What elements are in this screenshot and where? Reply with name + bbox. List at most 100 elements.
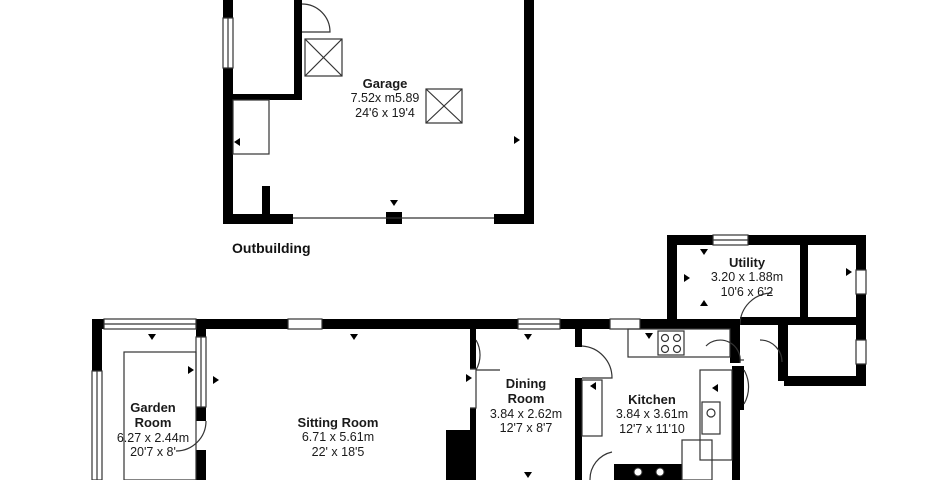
radiator-marker — [590, 382, 596, 390]
radiator-marker — [684, 274, 690, 282]
garage-inner-wall-horizontal — [233, 94, 302, 100]
kitchen-back-door-swing — [705, 339, 741, 364]
dining-kitchen-wall-upper — [575, 329, 582, 347]
room-size-imperial: 20'7 x 8' — [130, 445, 176, 460]
house-wall-top-d — [640, 319, 740, 329]
room-size-metric: 6.27 x 2.44m — [116, 430, 190, 445]
garage-cupboard — [232, 99, 270, 155]
room-label-kitchen: Kitchen 3.84 x 3.61m 12'7 x 11'10 — [597, 392, 707, 437]
dining-wall-left-lower — [470, 408, 476, 480]
outbuilding-caption: Outbuilding — [232, 240, 311, 256]
radiator-marker — [712, 384, 718, 392]
utility-wall-bottom — [740, 317, 866, 325]
radiator-marker — [188, 366, 194, 374]
kitchen-door-swing — [581, 345, 613, 379]
radiator-marker — [846, 268, 852, 276]
room-name-line1: Garden — [130, 400, 176, 415]
garage-wall-left-upper — [223, 0, 233, 18]
room-size-imperial: 22' x 18'5 — [311, 445, 365, 460]
garage-wall-bottom-left — [223, 214, 293, 224]
room-size-imperial: 12'7 x 8'7 — [499, 421, 553, 436]
kitchen-worktop-left — [581, 379, 603, 437]
utility-window-right — [855, 269, 867, 295]
room-name: Garage — [362, 76, 408, 91]
house-wall-left — [92, 319, 102, 371]
room-name: Sitting Room — [297, 415, 379, 430]
lobby-wall-bottom — [784, 376, 866, 386]
kitchen-hob — [657, 330, 685, 356]
radiator-marker — [466, 374, 472, 382]
chimney-breast — [446, 430, 470, 480]
utility-wall-top-left — [667, 235, 713, 245]
kitchen-worktop-top — [627, 328, 731, 358]
utility-door-swing — [739, 292, 773, 326]
dining-kitchen-wall-lower — [575, 378, 582, 480]
room-size-metric: 3.84 x 2.62m — [489, 406, 563, 421]
utility-inner-wall — [800, 245, 808, 319]
radiator-marker — [514, 136, 520, 144]
radiator-marker — [234, 138, 240, 146]
garden-inner-wall-lower — [196, 450, 206, 480]
lobby-wall-mid — [778, 325, 788, 381]
garage-wall-right — [524, 0, 534, 224]
room-size-imperial: 12'7 x 11'10 — [619, 422, 685, 437]
house-wall-top-c — [560, 319, 610, 329]
kitchen-wall-right-lower — [732, 405, 740, 480]
garage-loft-hatch-1 — [304, 38, 343, 77]
kitchen-right-cupboard — [681, 439, 713, 480]
dining-window-side — [470, 368, 477, 409]
garden-room-door-swing — [175, 420, 207, 452]
room-size-metric: 3.20 x 1.88m — [710, 270, 784, 285]
radiator-marker — [350, 334, 358, 340]
utility-wall-top-right — [748, 235, 866, 245]
room-name: Kitchen — [628, 392, 676, 407]
back-door-swing — [743, 369, 750, 405]
dining-wall-left — [470, 329, 476, 369]
garage-wall-bottom-right — [494, 214, 534, 224]
house-wall-top-b — [322, 319, 518, 329]
room-name-line2: Room — [134, 415, 172, 431]
room-size-metric: 3.84 x 3.61m — [615, 407, 689, 422]
room-name-line2: Room — [507, 391, 545, 407]
room-size-imperial: 10'6 x 6'2 — [720, 285, 774, 300]
radiator-marker — [524, 334, 532, 340]
room-label-garden-room: Garden Room 6.27 x 2.44m 20'7 x 8' — [98, 400, 208, 460]
garden-inner-wall-upper — [196, 319, 206, 337]
room-label-garage: Garage 7.52x m5.89 24'6 x 19'4 — [330, 76, 440, 121]
kitchen-window-top — [609, 318, 641, 330]
garden-inner-wall-mid — [196, 407, 206, 421]
radiator-marker — [645, 333, 653, 339]
radiator-marker — [700, 249, 708, 255]
sitting-room-window-top — [287, 318, 323, 330]
room-size-metric: 6.71 x 5.61m — [301, 430, 375, 445]
kitchen-sink — [701, 401, 721, 435]
garage-door-swing — [301, 3, 331, 33]
radiator-marker — [148, 334, 156, 340]
utility-wall-right-bottom — [856, 364, 866, 386]
room-label-utility: Utility 3.20 x 1.88m 10'6 x 6'2 — [692, 255, 802, 300]
room-name: Utility — [728, 255, 766, 270]
lobby-window-right — [855, 339, 867, 365]
room-name-line1: Dining — [505, 376, 547, 391]
garage-loft-hatch-2 — [425, 88, 463, 124]
garden-room-unit — [123, 351, 197, 480]
garage-wall-left-lower — [223, 68, 233, 222]
radiator-marker — [700, 300, 708, 306]
room-size-metric: 7.52x m5.89 — [350, 91, 420, 106]
room-size-imperial: 24'6 x 19'4 — [355, 106, 415, 121]
radiator-marker — [390, 200, 398, 206]
room-label-sitting-room: Sitting Room 6.71 x 5.61m 22' x 18'5 — [278, 415, 398, 460]
kitchen-door-lower-swing — [589, 451, 613, 480]
lobby-wall-left — [732, 366, 744, 410]
garage-inner-wall-vertical — [294, 0, 302, 100]
garage-stub-wall — [262, 186, 270, 216]
house-wall-top-a — [196, 319, 288, 329]
lobby-door-swing-1 — [759, 339, 783, 363]
utility-wall-right-upper — [856, 235, 866, 270]
utility-wall-left — [667, 235, 677, 329]
kitchen-range — [614, 464, 682, 480]
radiator-marker — [524, 472, 532, 478]
kitchen-worktop-right — [699, 369, 733, 461]
dining-door-swing — [475, 339, 481, 371]
